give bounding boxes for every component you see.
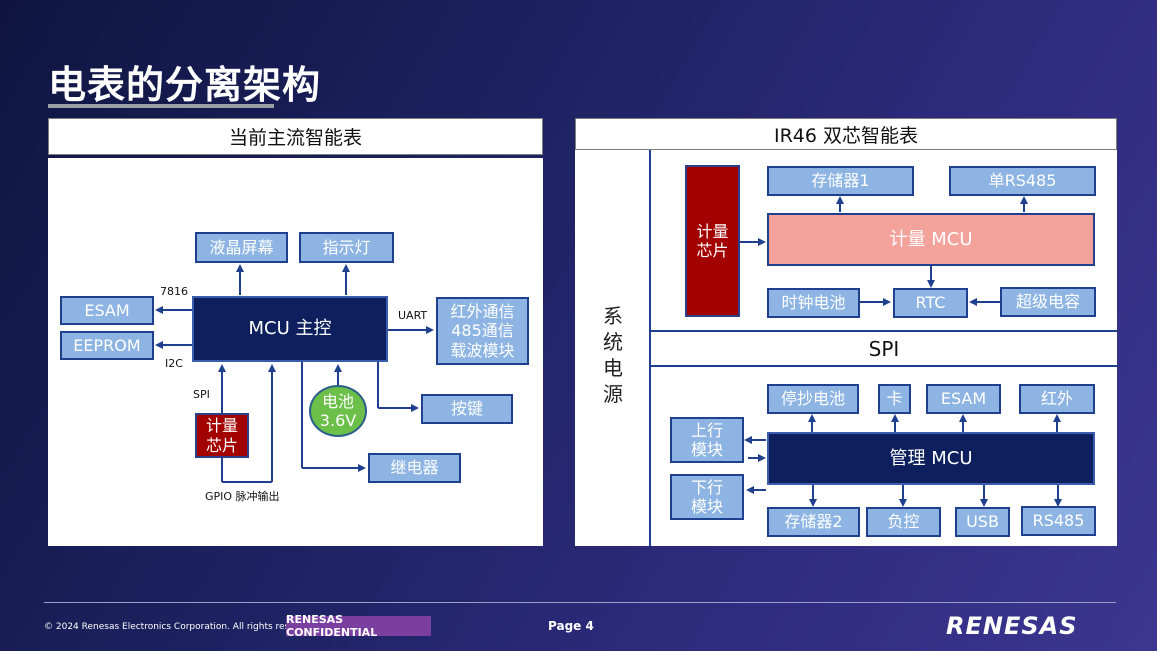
comm-485-label: 485通信: [451, 321, 514, 341]
confidential-badge: RENESAS CONFIDENTIAL: [286, 613, 431, 639]
system-power-char-3: 电: [603, 356, 623, 380]
eeprom-box: EEPROM: [60, 331, 154, 360]
usb-box: USB: [955, 507, 1010, 537]
renesas-logo: RENESAS: [946, 612, 1078, 640]
uplink-module-box: 上行 模块: [670, 417, 744, 463]
system-power-char-2: 统: [603, 330, 623, 354]
page-number: Page 4: [548, 619, 594, 633]
battery-line1: 电池: [321, 391, 354, 411]
esam-box: ESAM: [60, 296, 154, 325]
system-power-char-4: 源: [603, 382, 623, 406]
supercap-box: 超级电容: [1000, 287, 1096, 317]
label-i2c: I2C: [165, 357, 183, 370]
label-spi: SPI: [193, 388, 210, 401]
rs485-box: RS485: [1021, 506, 1096, 536]
battery-line2: 3.6V: [319, 411, 357, 430]
downlink-line2: 模块: [690, 497, 723, 516]
battery-circle: 电池 3.6V: [309, 385, 367, 437]
metering-chip-box: 计量 芯片: [195, 413, 249, 458]
mcu-main-box: MCU 主控: [192, 296, 388, 362]
ir46-chip-line2: 芯片: [696, 241, 729, 260]
card-box: 卡: [878, 384, 911, 414]
comm-carrier-label: 载波模块: [450, 340, 515, 360]
management-mcu-box: 管理 MCU: [767, 432, 1095, 485]
indicator-light-box: 指示灯: [299, 232, 394, 263]
comm-ir-label: 红外通信: [450, 302, 515, 322]
label-7816: 7816: [160, 285, 188, 298]
infrared-box: 红外: [1019, 384, 1095, 414]
single-rs485-box: 单RS485: [949, 166, 1096, 196]
footer-divider: [44, 602, 1116, 603]
storage2-box: 存储器2: [767, 507, 860, 537]
comm-module-box: 红外通信 485通信 载波模块: [436, 297, 529, 365]
stop-battery-box: 停抄电池: [767, 384, 859, 414]
uplink-line2: 模块: [690, 440, 723, 459]
lcd-screen-box: 液晶屏幕: [195, 232, 288, 263]
slide-title: 电表的分离架构: [48, 63, 322, 107]
copyright-text: © 2024 Renesas Electronics Corporation. …: [44, 622, 318, 632]
metering-chip-line2: 芯片: [205, 435, 238, 455]
downlink-line1: 下行: [690, 477, 723, 497]
ir46-metering-chip: 计量 芯片: [685, 165, 740, 317]
esam-box-right: ESAM: [926, 384, 1001, 414]
downlink-module-box: 下行 模块: [670, 474, 744, 520]
spi-bus-label: SPI: [868, 336, 900, 361]
system-power-char-1: 系: [603, 304, 623, 328]
clock-battery-box: 时钟电池: [767, 288, 860, 318]
relay-box: 继电器: [368, 453, 461, 483]
title-underline: [48, 104, 274, 108]
uplink-line1: 上行: [690, 420, 723, 440]
metering-chip-line1: 计量: [205, 416, 238, 436]
metering-mcu-box: 计量 MCU: [767, 213, 1095, 266]
key-box: 按键: [421, 394, 513, 424]
storage1-box: 存储器1: [767, 166, 914, 196]
rtc-box: RTC: [893, 288, 968, 318]
left-panel-header: 当前主流智能表: [48, 118, 543, 155]
system-power-label: 系 统 电 源: [601, 303, 625, 407]
label-uart: UART: [398, 309, 428, 322]
ir46-chip-line1: 计量: [696, 221, 729, 241]
load-control-box: 负控: [866, 507, 941, 537]
label-gpio: GPIO 脉冲输出: [205, 490, 280, 503]
right-panel-header: IR46 双芯智能表: [575, 118, 1117, 150]
